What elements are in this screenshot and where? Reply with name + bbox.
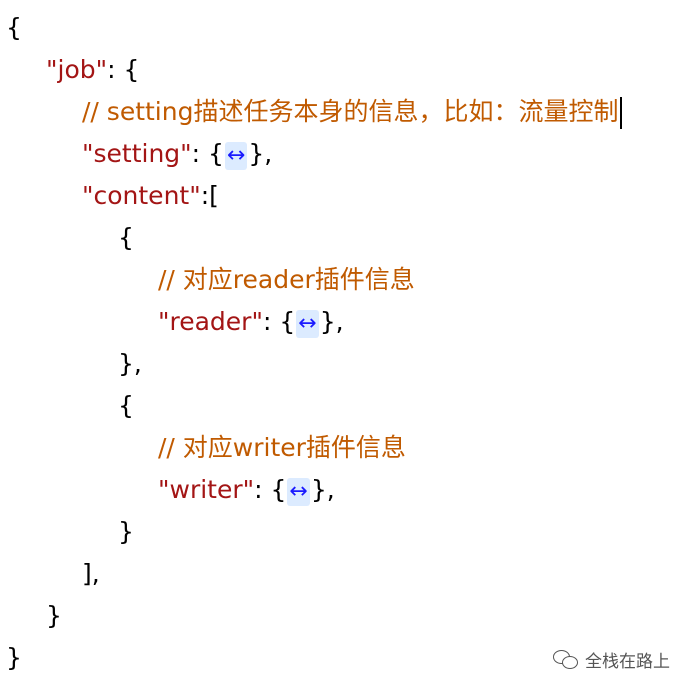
watermark-text: 全栈在路上 [585, 651, 670, 672]
content-open-bracket: :[ [200, 181, 219, 210]
reader-key: "reader" [158, 307, 263, 336]
code-line-16: } [6, 637, 22, 679]
content-close-bracket: ], [82, 559, 100, 588]
content-key: "content" [82, 181, 201, 210]
code-line-6: { [118, 217, 134, 259]
code-line-13: } [118, 511, 134, 553]
setting-colon: : { [191, 139, 224, 168]
setting-key: "setting" [82, 139, 192, 168]
job-key: "job" [46, 55, 108, 84]
setting-comment: // setting描述任务本身的信息，比如：流量控制 [82, 97, 619, 126]
fold-expand-icon[interactable]: ↔ [296, 310, 319, 338]
code-line-14: ], [82, 553, 100, 595]
code-line-9: }, [118, 343, 142, 385]
writer-key: "writer" [158, 475, 255, 504]
job-close-brace: } [46, 601, 62, 630]
writer-object-open: { [118, 391, 134, 420]
writer-colon: : { [254, 475, 287, 504]
text-cursor [620, 97, 623, 129]
reader-object-open: { [118, 223, 134, 252]
writer-close: }, [310, 475, 335, 504]
wechat-icon [553, 648, 579, 670]
code-line-15: } [46, 595, 62, 637]
code-line-12: "writer": {↔}, [158, 469, 335, 511]
setting-close: }, [248, 139, 273, 168]
fold-expand-icon[interactable]: ↔ [224, 142, 248, 170]
code-line-7: // 对应reader插件信息 [158, 259, 415, 301]
code-line-11: // 对应writer插件信息 [158, 427, 406, 469]
code-line-10: { [118, 385, 134, 427]
reader-colon: : { [262, 307, 296, 336]
reader-object-close: }, [118, 349, 142, 378]
reader-comment: // 对应reader插件信息 [158, 265, 415, 294]
code-line-8: "reader": {↔}, [158, 301, 344, 343]
code-line-2: "job": { [46, 49, 139, 91]
writer-object-close: } [118, 517, 134, 546]
code-line-3: // setting描述任务本身的信息，比如：流量控制 [82, 91, 623, 133]
open-brace: { [6, 13, 22, 42]
code-line-5: "content":[ [82, 175, 219, 217]
code-line-1: { [6, 7, 22, 49]
reader-close: }, [319, 307, 344, 336]
job-colon-brace: : { [107, 55, 140, 84]
watermark: 全栈在路上 [553, 646, 670, 672]
root-close-brace: } [6, 643, 22, 672]
code-line-4: "setting": {↔}, [82, 133, 272, 175]
writer-comment: // 对应writer插件信息 [158, 433, 406, 462]
fold-expand-icon[interactable]: ↔ [287, 478, 310, 506]
